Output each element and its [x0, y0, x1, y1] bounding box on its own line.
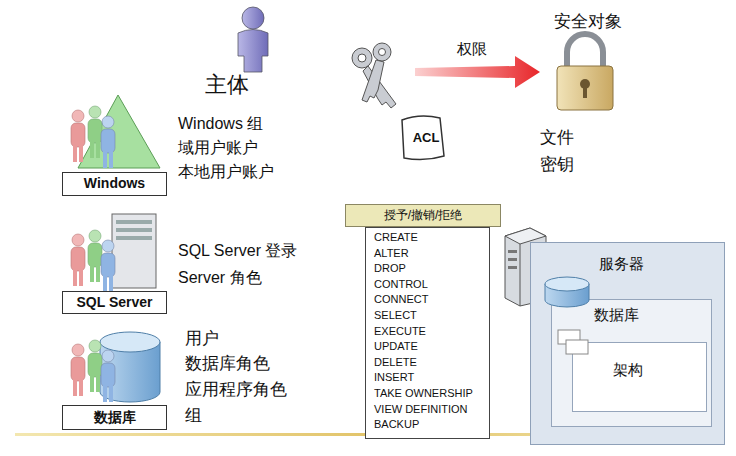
permission-item: INSERT	[366, 370, 489, 386]
permission-item: UPDATE	[366, 339, 489, 355]
permission-list: 授予/撤销/拒绝CREATEALTERDROPCONTROLCONNECTSEL…	[365, 227, 490, 439]
permission-item: SELECT	[366, 308, 489, 324]
label-text: Windows 组	[178, 114, 263, 135]
server-box: 服务器数据库架构	[530, 242, 725, 445]
permission-item: CONTROL	[366, 277, 489, 293]
windows-group-icon	[71, 95, 160, 168]
permission-item: VIEW DEFINITION	[366, 402, 489, 418]
node-text: 数据库	[552, 300, 711, 325]
node-text: 数据库	[63, 406, 166, 428]
acl-tag: ACL	[404, 127, 448, 149]
label-text: 用户	[185, 327, 219, 350]
database-box: 数据库架构	[551, 299, 712, 427]
label-text: Server 角色	[178, 268, 262, 289]
principal-person-icon	[238, 7, 268, 72]
label-text: 文件	[540, 126, 574, 149]
label-text: 权限	[457, 40, 487, 59]
label-text: SQL Server 登录	[178, 241, 297, 262]
permission-header: 授予/撤销/拒绝	[345, 204, 501, 227]
permission-item: DROP	[366, 261, 489, 277]
label-text: 主体	[205, 70, 249, 100]
node-text: SQL Server	[63, 292, 166, 312]
sql-server-group-icon	[71, 214, 156, 292]
label-text: 应用程序角色	[185, 378, 287, 401]
node-text: 服务器	[531, 243, 724, 274]
label-text: 本地用户账户	[178, 162, 274, 183]
database-group-icon	[71, 332, 160, 402]
node-text: Windows	[63, 173, 166, 194]
label-text: 组	[185, 404, 202, 427]
schema-box: 架构	[572, 342, 707, 412]
acl-text: ACL	[404, 127, 448, 149]
label-text: 数据库角色	[185, 352, 270, 375]
principal-label-box: Windows	[62, 172, 167, 196]
principal-label-box: SQL Server	[62, 291, 167, 314]
lock-icon	[557, 34, 613, 110]
permission-item: BACKUP	[366, 417, 489, 433]
permission-arrow	[415, 56, 540, 88]
label-text: 域用户账户	[178, 138, 258, 159]
principal-label-box: 数据库	[62, 405, 167, 430]
permission-item: TAKE OWNERSHIP	[366, 386, 489, 402]
node-text: 架构	[573, 343, 706, 380]
permission-item: ALTER	[366, 246, 489, 262]
permission-item: CREATE	[366, 230, 489, 246]
permission-item: EXECUTE	[366, 324, 489, 340]
keys-icon	[352, 43, 396, 108]
label-text: 密钥	[540, 153, 574, 176]
permission-item: CONNECT	[366, 292, 489, 308]
label-text: 安全对象	[554, 10, 622, 33]
permission-item: DELETE	[366, 355, 489, 371]
